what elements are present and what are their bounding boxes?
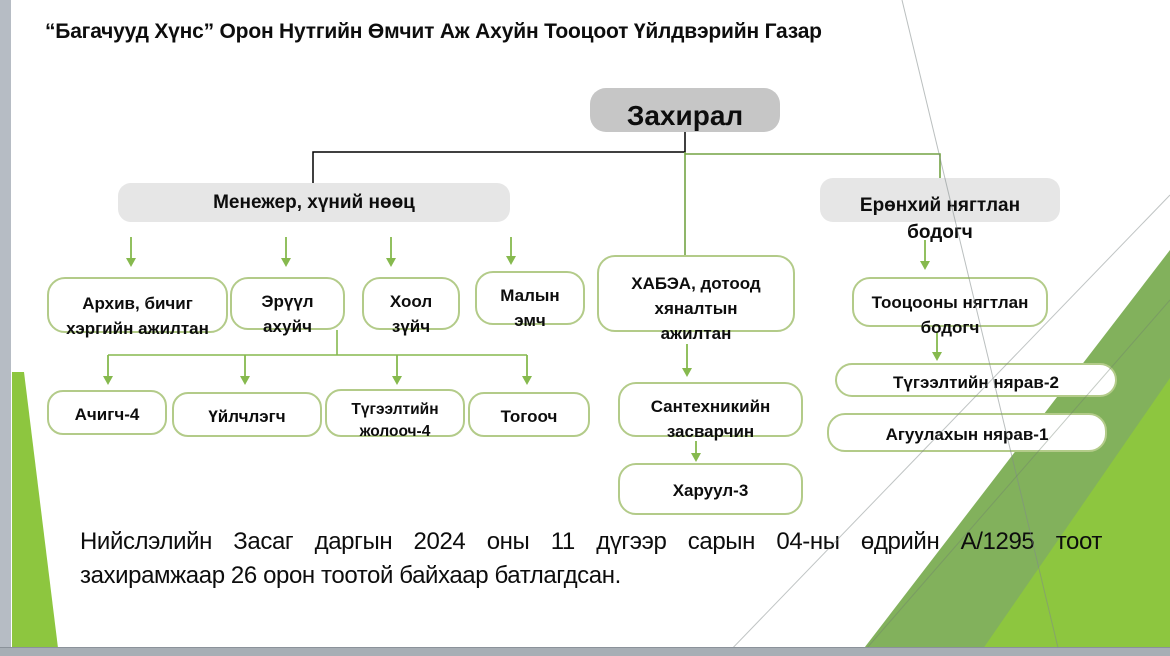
node-hygienist: Эрүүл ахуйч (230, 277, 345, 336)
node-director-label: Захирал (626, 100, 744, 131)
node-distribution-storekeeper: Түгээлтийн нярав-2 (835, 363, 1117, 397)
node-veterinarian: Малын эмч (475, 271, 585, 330)
group-header-manager-hr: Менежер, хүний нөөц (118, 183, 510, 222)
arrowhead-billing-accountant (920, 261, 930, 270)
node-delivery-driver: Түгээлтийн жолооч-4 (325, 389, 465, 440)
node-director: Захирал (590, 88, 780, 132)
group-header-manager-hr-label: Менежер, хүний нөөц (213, 192, 415, 213)
arrowhead-cook (522, 376, 532, 385)
arrowhead-archive-clerk (126, 258, 136, 267)
footer-note-line2: захирамжаар 26 орон тоотой байхаар батла… (80, 562, 621, 589)
group-header-chief-accountant: Ерөнхий нягтлан бодогч (820, 178, 1060, 243)
arrowhead-delivery-driver (392, 376, 402, 385)
node-billing-accountant: Тооцооны нягтлан бодогч (852, 277, 1048, 337)
page-title: “Багачууд Хүнс” Орон Нутгийн Өмчит Аж Ах… (45, 20, 822, 43)
node-loader: Ачигч-4 (47, 390, 167, 435)
node-cook: Тогооч (468, 392, 590, 437)
connector-root-to-manager (312, 130, 686, 184)
node-cleaner: Үйлчлэгч (172, 392, 322, 437)
node-safety-internal-control: ХАБЭА, дотоод хяналтын ажилтан (597, 255, 795, 343)
bottom-gray-strip (0, 647, 1170, 656)
arrowhead-cleaner (240, 376, 250, 385)
arrowhead-nutritionist (386, 258, 396, 267)
node-archive-clerk: Архив, бичиг хэргийн ажилтан (47, 277, 228, 338)
connector-root-to-chief-accountant (685, 153, 941, 179)
arrowhead-veterinarian (506, 256, 516, 265)
group-header-chief-accountant-label: Ерөнхий нягтлан бодогч (859, 195, 1021, 243)
arrowhead-plumber (682, 368, 692, 377)
node-nutritionist: Хоол зүйч (362, 277, 460, 336)
arrowhead-distribution-storekeeper (932, 352, 942, 361)
arrowhead-loader (103, 376, 113, 385)
footer-note-line1: Нийслэлийн Засаг даргын 2024 оны 11 дүгэ… (80, 528, 1102, 555)
node-plumber: Сантехникийн засварчин (618, 382, 803, 441)
left-gray-strip (0, 0, 11, 656)
arrowhead-hygienist (281, 258, 291, 267)
arrowhead-guard (691, 453, 701, 462)
node-guard: Харуул-3 (618, 463, 803, 515)
node-warehouse-storekeeper: Агуулахын нярав-1 (827, 413, 1107, 452)
